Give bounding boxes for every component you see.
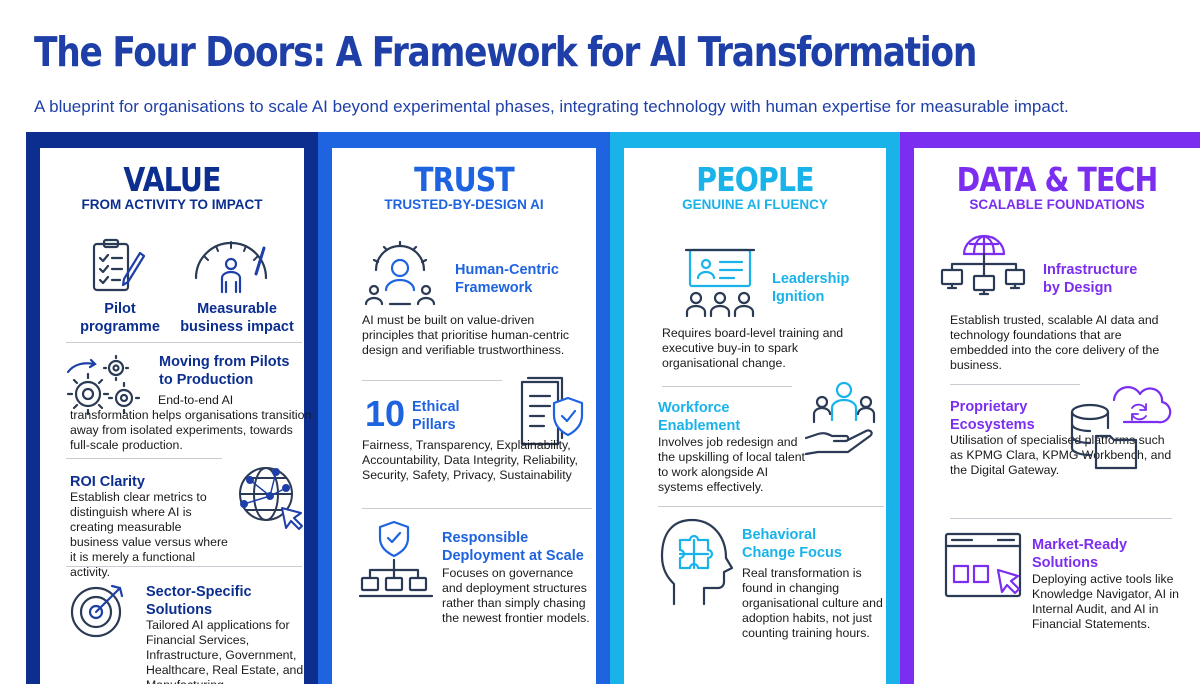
trust-column: TRUST TRUSTED-BY-DESIGN AI Human-Centric… [318,132,610,684]
trust-panel: TRUST TRUSTED-BY-DESIGN AI Human-Centric… [332,148,596,684]
ethical-pillars-title: Ethical Pillars [412,399,460,433]
behavioral-change-text: Real transformation is found in changing… [742,566,883,640]
infrastructure-title: Infrastructure by Design [1043,262,1138,296]
network-globe-cursor-icon [239,467,303,530]
pilot-programme-label: Pilot programme [80,301,160,335]
roi-clarity-text: Establish clear metrics to distinguish w… [70,490,228,579]
human-centric-text: AI must be built on value-driven princip… [362,313,570,357]
responsible-deployment-title: Responsible Deployment at Scale [442,530,584,564]
workforce-enablement-text: Involves job redesign and the upskilling… [658,435,805,494]
behavioral-change-title: Behavioral Change Focus [742,527,842,561]
human-centric-title: Human-Centric Framework [455,262,559,296]
network-computers-icon [940,234,1026,296]
page-subtitle: A blueprint for organisations to scale A… [34,97,1069,116]
pilots-to-production-text: End-to-end AI transformation helps organ… [70,393,312,452]
target-icon [70,584,124,638]
clipboard-checklist-icon [92,238,146,292]
trust-heading: TRUST [414,160,515,199]
market-ready-text: Deploying active tools like Knowledge Na… [1032,572,1179,631]
hand-people-icon [804,381,876,456]
people-heading: PEOPLE [696,160,814,199]
head-puzzle-icon [660,518,734,606]
market-ready-title: Market-Ready Solutions [1032,537,1128,571]
database-cloud-icon [1070,386,1172,470]
measurable-impact-label: Measurable business impact [180,301,294,335]
ethical-pillars-text: Fairness, Transparency, Explainability, … [362,438,578,482]
workforce-enablement-title: Workforce Enablement [658,400,741,434]
value-heading: VALUE [123,160,221,199]
leadership-ignition-text: Requires board-level training and execut… [662,326,844,370]
divider [362,380,502,381]
divider [662,386,792,387]
divider [950,384,1080,385]
document-shield-icon [520,376,584,446]
value-subheading: FROM ACTIVITY TO IMPACT [81,197,263,212]
roi-clarity-title: ROI Clarity [70,474,145,490]
divider [950,518,1172,519]
people-column: PEOPLE GENUINE AI FLUENCY Leadership Ign… [610,132,900,684]
page-title: The Four Doors: A Framework for AI Trans… [34,28,977,76]
ethical-pillars-number: 10 [365,393,406,434]
divider [66,342,302,343]
data-tech-panel: DATA & TECH SCALABLE FOUNDATIONS Infrast… [914,148,1200,684]
proprietary-ecosystems-title: Proprietary Ecosystems [950,399,1035,433]
trust-subheading: TRUSTED-BY-DESIGN AI [384,197,544,212]
data-tech-heading: DATA & TECH [956,160,1159,199]
gears-icon [66,354,141,416]
responsible-deployment-text: Focuses on governance and deployment str… [442,566,590,625]
pilots-to-production-title: Moving from Pilots to Production [159,354,290,388]
human-gear-icon [364,240,436,306]
browser-cursor-icon [944,532,1022,598]
gauge-person-icon [194,241,268,294]
divider [66,458,222,459]
infrastructure-text: Establish trusted, scalable AI data and … [950,313,1160,372]
people-subheading: GENUINE AI FLUENCY [682,197,828,212]
shield-hierarchy-icon [358,520,434,598]
presentation-board-icon [684,248,756,318]
sector-specific-title: Sector-Specific Solutions [146,584,252,618]
divider [658,506,884,507]
value-column: VALUE FROM ACTIVITY TO IMPACT Pilot prog… [26,132,318,684]
people-panel: PEOPLE GENUINE AI FLUENCY Leadership Ign… [624,148,886,684]
value-panel: VALUE FROM ACTIVITY TO IMPACT Pilot prog… [40,148,311,684]
data-tech-subheading: SCALABLE FOUNDATIONS [969,197,1145,212]
divider [66,566,302,567]
sector-specific-text: Tailored AI applications for Financial S… [146,618,304,684]
data-tech-column: DATA & TECH SCALABLE FOUNDATIONS Infrast… [900,132,1200,684]
divider [362,508,592,509]
leadership-ignition-title: Leadership Ignition [772,271,850,305]
